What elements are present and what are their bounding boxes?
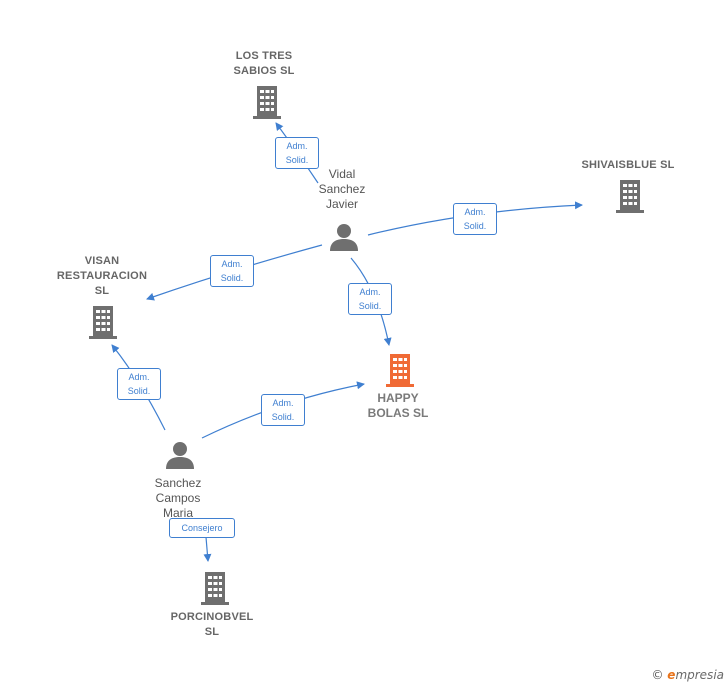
building-icon[interactable] [87, 304, 119, 340]
company-label-porcinobvel[interactable]: PORCINOBVEL SL [170, 611, 254, 638]
building-icon[interactable] [199, 570, 231, 606]
brand-logo-text: mpresia [675, 668, 724, 682]
building-icon[interactable] [251, 84, 283, 120]
edge-label-consejero[interactable]: Consejero [169, 518, 235, 538]
edge-label-adm-solid[interactable]: Adm. Solid. [348, 283, 392, 315]
company-label-happy-bolas[interactable]: HAPPY BOLAS SL [367, 391, 429, 420]
company-label-shivaisblue[interactable]: SHIVAISBLUE SL [581, 159, 675, 171]
edge-label-adm-solid[interactable]: Adm. Solid. [453, 203, 497, 235]
person-label-sanchez[interactable]: Sanchez Campos Maria [154, 476, 202, 520]
brand-watermark: © empresia [651, 668, 724, 682]
person-icon[interactable] [165, 440, 195, 470]
company-label-visan[interactable]: VISAN RESTAURACION SL [56, 255, 148, 297]
person-icon[interactable] [329, 222, 359, 252]
brand-logo-initial: e [667, 668, 676, 682]
person-label-vidal[interactable]: Vidal Sanchez Javier [318, 167, 366, 211]
company-label-los-tres-sabios[interactable]: LOS TRES SABIOS SL [233, 50, 295, 77]
edge-label-adm-solid[interactable]: Adm. Solid. [261, 394, 305, 426]
edge-label-adm-solid[interactable]: Adm. Solid. [210, 255, 254, 287]
edge-label-adm-solid[interactable]: Adm. Solid. [117, 368, 161, 400]
focus-building-icon[interactable] [384, 352, 416, 388]
edge-label-adm-solid[interactable]: Adm. Solid. [275, 137, 319, 169]
building-icon[interactable] [614, 178, 646, 214]
copyright-icon: © [651, 668, 664, 682]
